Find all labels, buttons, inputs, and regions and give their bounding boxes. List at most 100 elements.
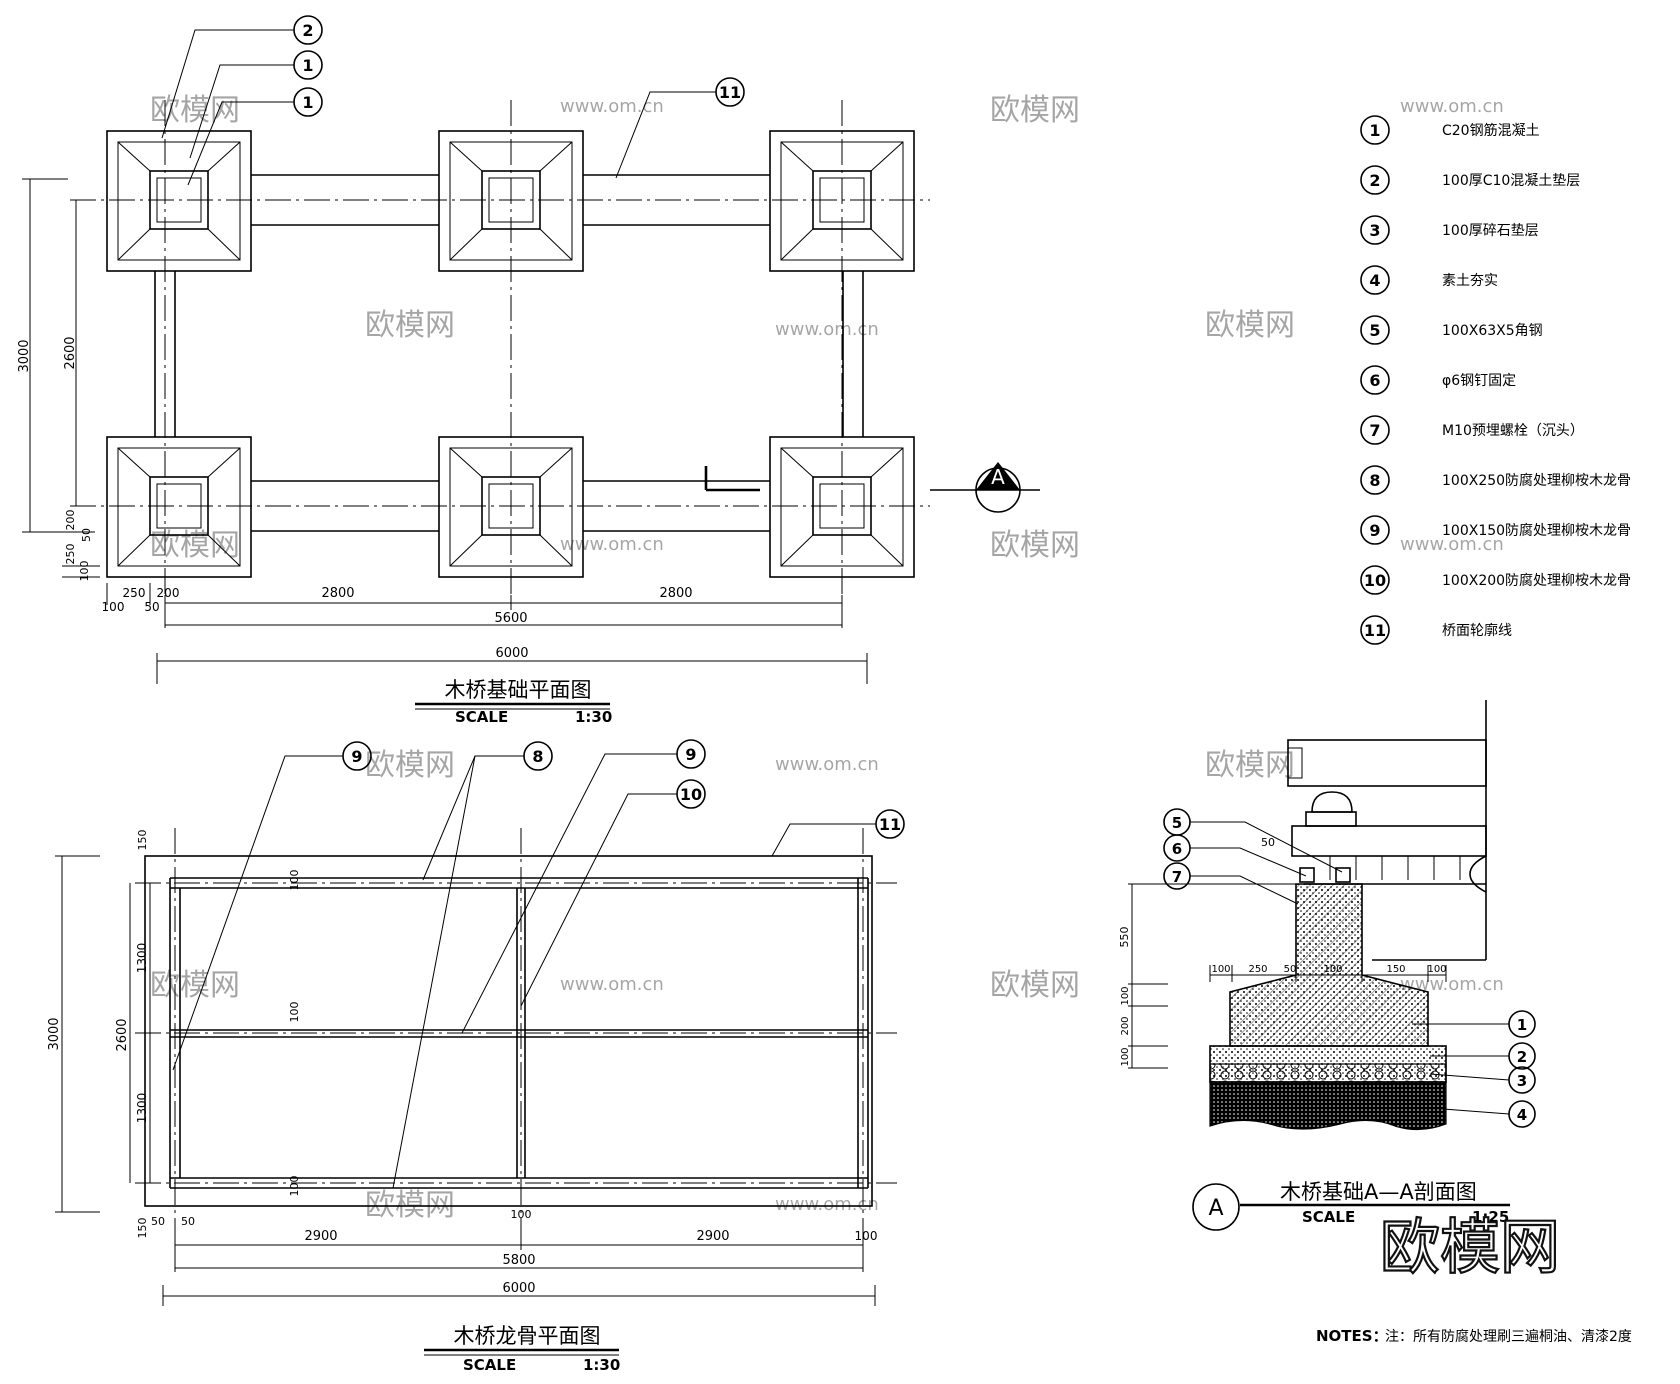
svg-text:5600: 5600 (494, 611, 527, 626)
legend-item: 8 100X250防腐处理柳桉木龙骨 (1360, 465, 1631, 495)
notes-label: NOTES： (1316, 1327, 1388, 1345)
svg-text:9: 9 (351, 747, 362, 766)
watermark-text: 欧模网 (150, 93, 240, 128)
dimensions: 2900 2900 100 50 50 100 5800 6000 3000 2… (47, 830, 878, 1306)
legend-item: 4 素土夯实 (1360, 265, 1498, 295)
svg-text:50: 50 (144, 600, 159, 614)
svg-text:100: 100 (288, 1176, 301, 1197)
svg-text:2: 2 (1517, 1048, 1527, 1066)
legend-number: 7 (1369, 421, 1380, 440)
legend-number: 5 (1369, 321, 1380, 340)
svg-text:2600: 2600 (115, 1018, 130, 1051)
callout: 1 (189, 50, 323, 159)
watermark-layer: 欧模网 www.om.cn 欧模网 www.om.cn 欧模网 www.om.c… (150, 93, 1504, 1223)
legend-text: 素土夯实 (1442, 273, 1498, 289)
callout: 3 (1429, 1066, 1536, 1094)
svg-text:3: 3 (1517, 1072, 1527, 1090)
gravel-layer (1209, 1063, 1447, 1083)
svg-text:1: 1 (1517, 1016, 1527, 1034)
title-text: 木桥基础A—A剖面图 (1280, 1180, 1477, 1204)
svg-text:100: 100 (102, 600, 125, 614)
callout: 7 (1163, 862, 1299, 905)
watermark-text: 欧模网 (990, 93, 1080, 128)
watermark-url: www.om.cn (560, 534, 664, 555)
svg-text:50: 50 (1284, 964, 1297, 975)
legend-text: 100厚碎石垫层 (1442, 223, 1539, 239)
svg-text:100: 100 (1211, 964, 1230, 975)
svg-text:2800: 2800 (321, 586, 354, 601)
legend-item: 3 100厚碎石垫层 (1360, 215, 1539, 245)
svg-text:1: 1 (302, 56, 313, 75)
callout: 11 (771, 809, 905, 857)
callout: 11 (615, 77, 745, 179)
svg-text:2900: 2900 (304, 1229, 337, 1244)
legend-number: 4 (1369, 271, 1380, 290)
callout: 4 (1429, 1100, 1536, 1128)
svg-text:550: 550 (1118, 927, 1131, 948)
plan-title: 木桥基础平面图 SCALE 1:30 (415, 678, 612, 726)
svg-text:2800: 2800 (659, 586, 692, 601)
legend-number-circle (1360, 465, 1390, 495)
legend-number-circle (1360, 415, 1390, 445)
foundation-plan: A 2 1 1 11 2800 28 (17, 15, 1040, 726)
dimensions: 2800 2800 5600 6000 250 200 100 50 3000 … (17, 178, 868, 684)
svg-text:100: 100 (855, 1229, 878, 1243)
legend-number-circle (1360, 515, 1390, 545)
legend-number-circle (1360, 565, 1390, 595)
section-aa: 5 6 7 1 2 3 4 (1118, 700, 1536, 1231)
svg-text:100: 100 (1427, 964, 1446, 975)
svg-text:6000: 6000 (502, 1281, 535, 1296)
logo-text: 欧模网 (1380, 1213, 1560, 1283)
svg-text:200: 200 (1120, 1016, 1131, 1035)
svg-text:250: 250 (64, 544, 77, 565)
legend-number-circle (1360, 165, 1390, 195)
svg-text:50: 50 (151, 1215, 165, 1228)
svg-text:11: 11 (879, 815, 901, 834)
svg-text:100: 100 (1120, 986, 1131, 1005)
watermark-text: 欧模网 (1205, 308, 1295, 343)
svg-text:100: 100 (511, 1208, 532, 1221)
svg-text:6: 6 (1172, 840, 1182, 858)
svg-text:150: 150 (1386, 964, 1405, 975)
callout: 2 (161, 15, 323, 139)
watermark-url: www.om.cn (775, 319, 879, 340)
svg-text:5: 5 (1172, 814, 1182, 832)
legend-text: C20钢筋混凝土 (1442, 122, 1540, 139)
legend-number: 2 (1369, 171, 1380, 190)
callout: 9 (172, 741, 372, 1071)
svg-text:1: 1 (302, 93, 313, 112)
callout: 1 (187, 87, 323, 186)
legend-number-circle (1360, 115, 1390, 145)
svg-text:7: 7 (1172, 868, 1182, 886)
svg-text:150: 150 (136, 1218, 149, 1239)
watermark-url: www.om.cn (1400, 534, 1504, 555)
svg-text:5800: 5800 (502, 1253, 535, 1268)
legend-number: 3 (1369, 221, 1380, 240)
svg-text:50: 50 (80, 528, 93, 542)
svg-text:9: 9 (685, 745, 696, 764)
notes: NOTES： 注：所有防腐处理刷三遍桐油、清漆2度 (1316, 1327, 1632, 1345)
callout: 8 (392, 741, 553, 1189)
title-text: 木桥龙骨平面图 (454, 1324, 601, 1348)
legend-number: 8 (1369, 471, 1380, 490)
watermark-text: 欧模网 (1205, 748, 1295, 783)
deck-fasteners (1329, 856, 1461, 880)
notes-text: 注：所有防腐处理刷三遍桐油、清漆2度 (1385, 1328, 1632, 1345)
dimensions: 50 550 100 200 100 100 250 50 100 150 10… (1118, 836, 1447, 1069)
svg-text:100: 100 (78, 561, 91, 582)
watermark-text: 欧模网 (990, 528, 1080, 563)
legend-text: 100X250防腐处理柳桉木龙骨 (1442, 472, 1631, 489)
legend-text: M10预埋螺栓（沉头） (1442, 423, 1584, 439)
callout: 10 (520, 779, 706, 1007)
svg-text:6000: 6000 (495, 646, 528, 661)
legend-text: 桥面轮廓线 (1442, 622, 1512, 639)
scale-label: SCALE (463, 1356, 516, 1374)
svg-text:250: 250 (123, 586, 146, 600)
watermark-text: 欧模网 (365, 748, 455, 783)
